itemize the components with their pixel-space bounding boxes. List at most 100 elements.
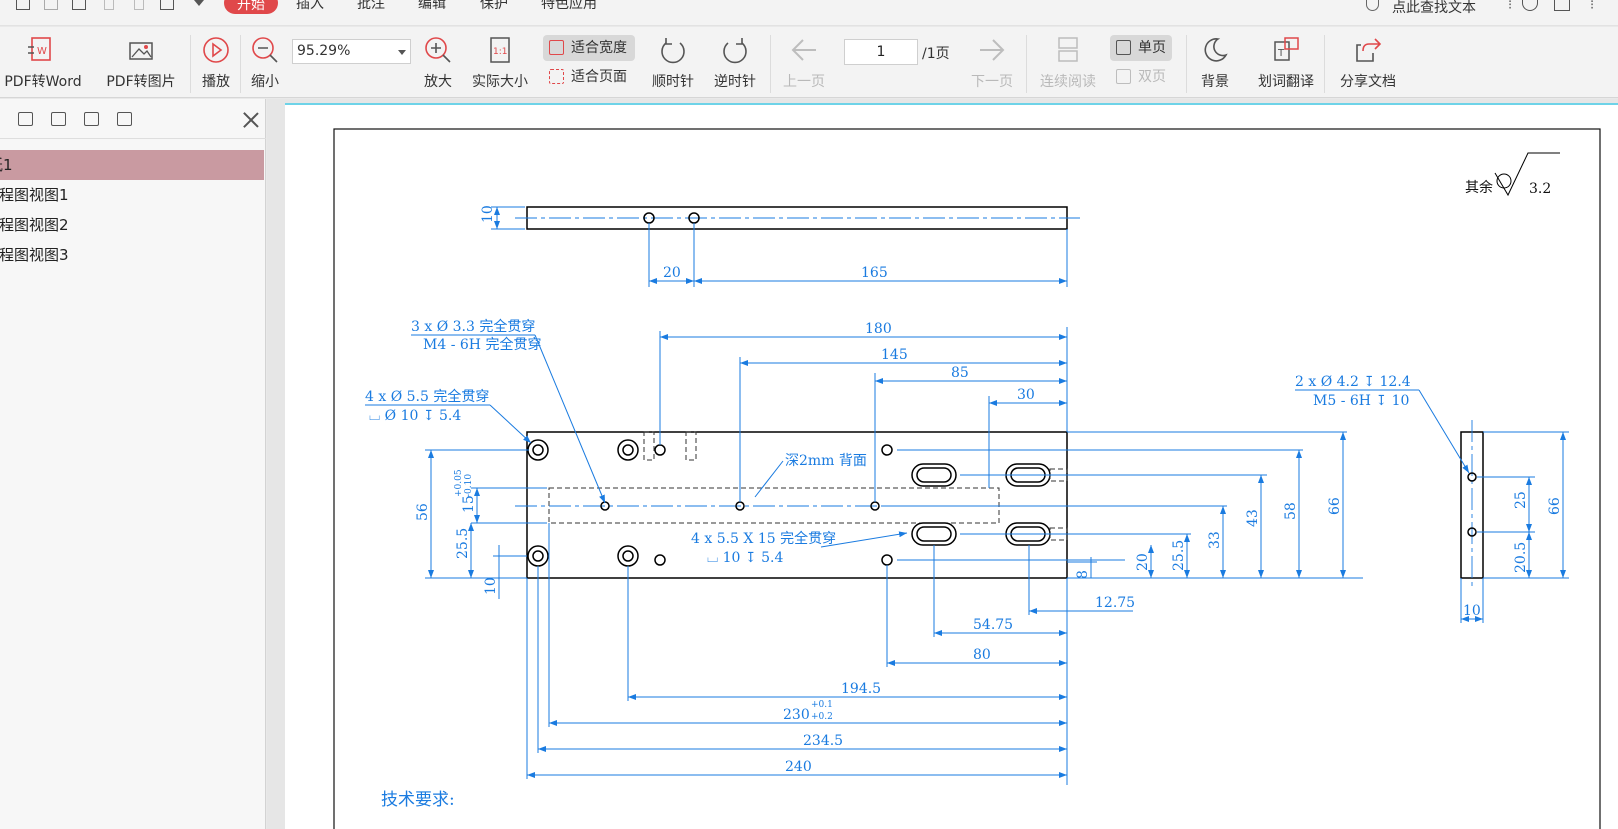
search-text-box[interactable]: 点此查找文本 (1392, 0, 1476, 16)
print-icon[interactable] (72, 0, 86, 10)
actual-size-button[interactable]: 1:1 实际大小 (466, 27, 534, 97)
play-button[interactable]: 播放 (194, 27, 238, 97)
background-button[interactable]: 背景 (1192, 27, 1238, 97)
fit-width-label: 适合宽度 (571, 40, 627, 56)
quick-access-dropdown-icon[interactable] (194, 0, 204, 6)
dim-33: 33 (1207, 531, 1223, 549)
fit-width-button[interactable]: 适合宽度 (543, 35, 635, 61)
menu-edit-tab[interactable]: 编辑 (418, 0, 446, 12)
zoom-in-button[interactable]: 放大 (416, 27, 460, 97)
dim-240: 240 (785, 759, 812, 775)
menu-more-icon[interactable]: ⁝ (1590, 0, 1595, 13)
menu-special-tab[interactable]: 特色应用 (541, 0, 597, 12)
note-4x55x15-line1: 4 x 5.5 X 15 完全贯穿 (691, 530, 836, 547)
more-options-icon[interactable]: ⁝ (1508, 0, 1513, 13)
svg-text:W: W (37, 46, 47, 57)
share-document-button[interactable]: 分享文档 (1330, 27, 1406, 97)
fit-page-button[interactable]: 适合页面 (543, 64, 635, 90)
undo-icon[interactable] (104, 0, 114, 10)
dim-top-165: 165 (861, 265, 888, 281)
sidebar-item-view1[interactable]: 工程图视图1 (0, 186, 69, 204)
search-icon[interactable] (1366, 0, 1379, 11)
drawing-frame (333, 128, 1601, 829)
side-dim-10: 10 (1463, 603, 1481, 619)
note-4x55-cbore-line2: ⌴ Ø 10 ↧ 5.4 (369, 408, 461, 424)
new-file-icon[interactable] (16, 0, 30, 10)
dim-15: 15 (461, 495, 477, 513)
dim-top-20: 20 (663, 265, 681, 281)
page-number-input[interactable]: 1 (844, 39, 918, 65)
zoom-out-button[interactable]: 缩小 (244, 27, 286, 97)
arrow-right-icon (980, 39, 1005, 61)
double-page-button[interactable]: 双页 (1110, 64, 1180, 90)
tol-230-upper: +0.1 (811, 700, 833, 710)
expand-all-icon[interactable] (18, 112, 33, 126)
pdf-to-word-icon: W (28, 37, 51, 61)
toolbar-divider (1324, 35, 1325, 93)
dim-20-right: 20 (1135, 553, 1151, 571)
rotate-clockwise-button[interactable]: 顺时针 (646, 27, 700, 97)
double-page-label: 双页 (1138, 69, 1166, 85)
rotate-clockwise-label: 顺时针 (652, 74, 694, 90)
translate-label: 划词翻译 (1258, 74, 1314, 90)
chat-icon[interactable] (1554, 0, 1570, 11)
sidebar-item-sheet[interactable]: 纸1 (0, 150, 264, 180)
sidebar-item-view2[interactable]: 工程图视图2 (0, 216, 69, 234)
next-page-button[interactable]: 下一页 (964, 27, 1020, 97)
pdf-to-word-button[interactable]: W PDF转Word (0, 27, 86, 97)
ribbon-toolbar: W PDF转Word PDF转图片 播放 缩小 95.29% 放大 1:1 实际… (0, 27, 1618, 98)
zoom-out-label: 缩小 (251, 74, 279, 90)
add-bookmark-icon[interactable] (84, 112, 99, 126)
dim-66: 66 (1327, 497, 1343, 515)
actual-size-label: 实际大小 (472, 74, 528, 90)
next-page-label: 下一页 (971, 74, 1013, 90)
previous-page-button[interactable]: 上一页 (776, 27, 832, 97)
dim-234-5: 234.5 (803, 733, 843, 749)
pdf-to-image-button[interactable]: PDF转图片 (96, 27, 186, 97)
single-page-button[interactable]: 单页 (1110, 35, 1172, 61)
dim-56: 56 (415, 503, 431, 521)
menu-insert-tab[interactable]: 插入 (296, 0, 324, 12)
zoom-level-select[interactable]: 95.29% (292, 39, 411, 64)
bookmark-sidebar: 纸1 工程图视图1 工程图视图2 工程图视图3 (0, 99, 266, 829)
pdf-to-image-icon (129, 42, 153, 60)
roughness-value: 3.2 (1529, 181, 1551, 197)
svg-text:T: T (1277, 48, 1285, 59)
pdf-to-image-label: PDF转图片 (106, 74, 176, 90)
rotate-counterclockwise-button[interactable]: 逆时针 (708, 27, 762, 97)
open-file-icon[interactable] (44, 0, 58, 10)
settings-gear-icon[interactable] (1522, 0, 1538, 11)
rotate-counterclockwise-label: 逆时针 (714, 74, 756, 90)
translate-button[interactable]: T 划词翻译 (1250, 27, 1322, 97)
fit-page-icon (549, 69, 564, 84)
redo-icon[interactable] (134, 0, 144, 10)
dim-85: 85 (951, 365, 969, 381)
dim-top-thickness: 10 (480, 205, 496, 223)
menu-annotate-tab[interactable]: 批注 (357, 0, 385, 12)
delete-bookmark-icon[interactable] (117, 112, 132, 126)
main-view: 3 x Ø 3.3 完全贯穿 M4 - 6H 完全贯穿 4 x Ø 5.5 完全… (365, 318, 1363, 785)
collapse-all-icon[interactable] (51, 112, 66, 126)
side-note-line1: 2 x Ø 4.2 ↧ 12.4 (1295, 374, 1411, 390)
continuous-reading-button[interactable]: 连续阅读 (1034, 27, 1102, 97)
menu-start-tab[interactable]: 开始 (224, 0, 278, 14)
close-sidebar-icon[interactable] (242, 111, 260, 129)
play-label: 播放 (202, 74, 230, 90)
toolbar-divider (1026, 35, 1027, 93)
side-view: 2 x Ø 4.2 ↧ 12.4 M5 - 6H ↧ 10 66 25 20.5 (1295, 374, 1569, 623)
note-4x55x15-line2: ⌴ 10 ↧ 5.4 (707, 550, 783, 566)
engineering-drawing: 其余 3.2 10 (333, 128, 1601, 829)
dim-230: 230 (783, 707, 810, 723)
pdf-page: 其余 3.2 10 (285, 103, 1618, 829)
fit-width-icon (549, 40, 564, 55)
continuous-reading-icon (1058, 37, 1078, 62)
menu-protect-tab[interactable]: 保护 (480, 0, 508, 12)
dim-194-5: 194.5 (841, 681, 881, 697)
document-viewport[interactable]: 其余 3.2 10 (267, 99, 1618, 829)
zoom-out-icon (252, 37, 278, 63)
dim-43: 43 (1245, 509, 1261, 527)
sidebar-item-view3[interactable]: 工程图视图3 (0, 246, 69, 264)
sync-icon[interactable] (160, 0, 174, 10)
dim-25-5-left: 25.5 (455, 528, 471, 559)
svg-text:1:1: 1:1 (493, 47, 507, 57)
